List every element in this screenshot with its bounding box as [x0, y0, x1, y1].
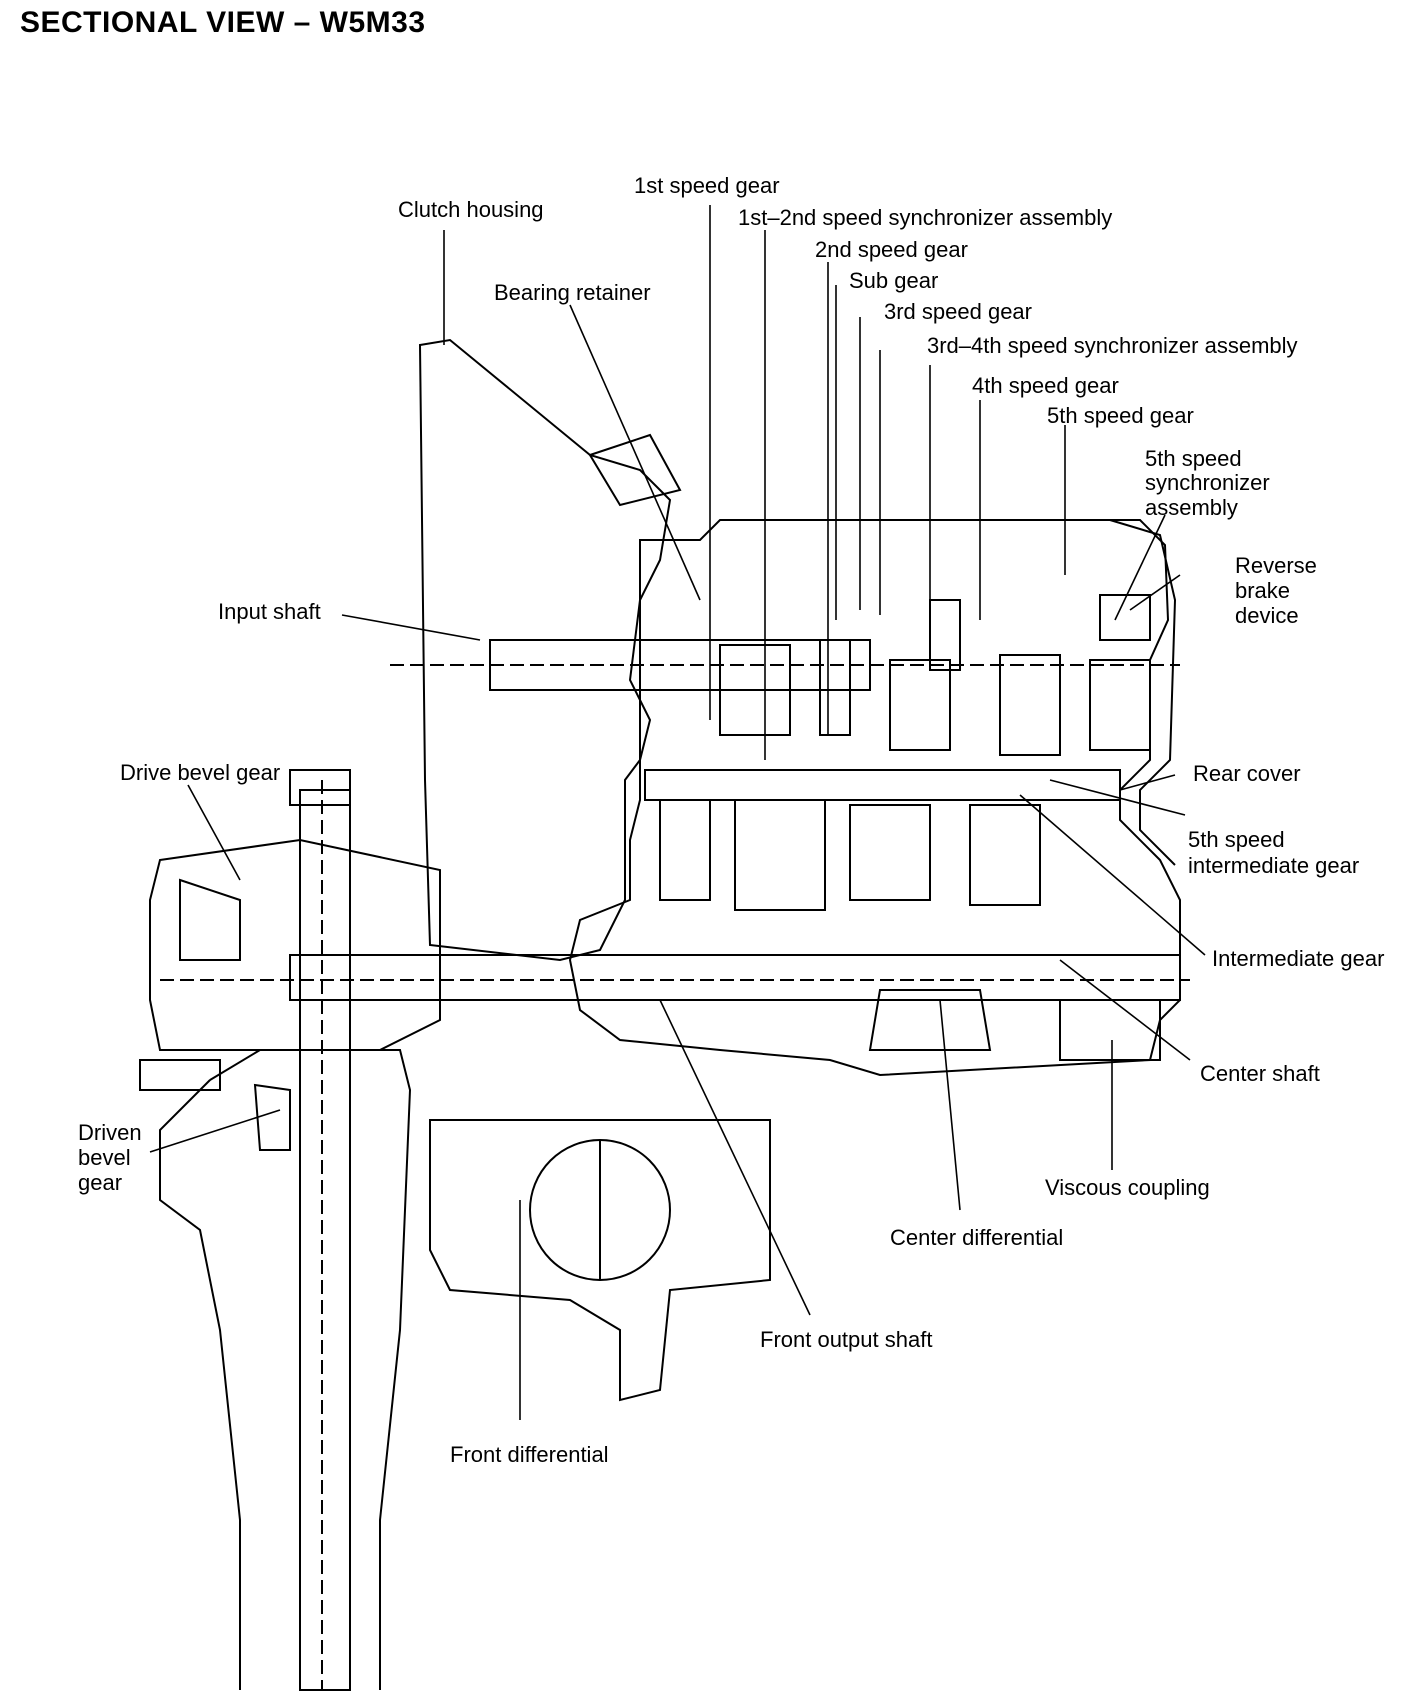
- transmission-drawing: [139, 338, 1190, 1691]
- gear-2nd: [819, 639, 851, 736]
- label-clutch-housing: Clutch housing: [398, 197, 544, 222]
- countershaft: [644, 769, 1121, 801]
- label-intermediate-gear: Intermediate gear: [1212, 946, 1384, 971]
- label-synchro-5-line3: assembly: [1145, 495, 1238, 520]
- label-synchro-12: 1st–2nd speed synchronizer assembly: [738, 205, 1112, 230]
- driven-bevel-gear-shape: [253, 1083, 291, 1151]
- center-differential-shape: [868, 989, 992, 1051]
- center-shaft-body: [289, 954, 1181, 1001]
- lower-gear-3: [849, 804, 931, 901]
- front-bevel-housing: [149, 838, 441, 1051]
- label-driven-bevel-line2: bevel: [78, 1145, 131, 1170]
- label-drive-bevel-gear: Drive bevel gear: [120, 760, 280, 785]
- label-bearing-retainer: Bearing retainer: [494, 280, 651, 305]
- label-driven-bevel-line3: gear: [78, 1170, 122, 1195]
- transmission-case-outline: [568, 519, 1181, 1077]
- label-3rd-speed-gear: 3rd speed gear: [884, 299, 1032, 324]
- rear-cover-outline: [1109, 519, 1177, 866]
- bearing-retainer-shape: [588, 433, 682, 507]
- gear-3rd: [889, 659, 951, 751]
- front-differential-housing: [429, 1119, 771, 1402]
- driven-shaft-body: [299, 789, 351, 1691]
- viscous-coupling-shape: [1059, 999, 1161, 1061]
- label-2nd-speed-gear: 2nd speed gear: [815, 237, 968, 262]
- label-rear-cover: Rear cover: [1193, 761, 1301, 786]
- label-front-differential: Front differential: [450, 1442, 609, 1467]
- synchro-34-block: [929, 599, 961, 671]
- clutch-housing-outline: [418, 338, 672, 962]
- driven-bevel-housing: [159, 1049, 412, 1690]
- lower-gear-1: [659, 799, 711, 901]
- drive-bevel-gear-shape: [179, 878, 241, 961]
- gear-5th: [1089, 659, 1151, 751]
- label-5th-speed-gear: 5th speed gear: [1047, 403, 1194, 428]
- label-synchro-34: 3rd–4th speed synchronizer assembly: [927, 333, 1298, 358]
- label-reverse-brake-line3: device: [1235, 603, 1299, 628]
- gear-4th: [999, 654, 1061, 756]
- label-reverse-brake-line2: brake: [1235, 578, 1290, 603]
- label-reverse-brake-line1: Reverse: [1235, 553, 1317, 578]
- input-shaft-body: [489, 639, 871, 691]
- synchro-5-block: [1099, 594, 1151, 641]
- labels: Clutch housing 1st speed gear 1st–2nd sp…: [78, 173, 1384, 1467]
- label-center-shaft: Center shaft: [1200, 1061, 1320, 1086]
- label-5th-intermediate-line1: 5th speed: [1188, 827, 1285, 852]
- label-input-shaft: Input shaft: [218, 599, 321, 624]
- lower-gear-4: [969, 804, 1041, 906]
- label-1st-speed-gear: 1st speed gear: [634, 173, 780, 198]
- label-sub-gear: Sub gear: [849, 268, 938, 293]
- leader-lines: [149, 205, 1206, 1420]
- label-synchro-5-line2: synchronizer: [1145, 470, 1270, 495]
- page-title: SECTIONAL VIEW – W5M33: [20, 6, 426, 39]
- lower-gear-2: [734, 799, 826, 911]
- label-front-output-shaft: Front output shaft: [760, 1327, 932, 1352]
- label-center-differential: Center differential: [890, 1225, 1063, 1250]
- label-driven-bevel-line1: Driven: [78, 1120, 142, 1145]
- label-viscous-coupling: Viscous coupling: [1045, 1175, 1210, 1200]
- label-synchro-5-line1: 5th speed: [1145, 446, 1242, 471]
- label-5th-intermediate-line2: intermediate gear: [1188, 853, 1359, 878]
- label-4th-speed-gear: 4th speed gear: [972, 373, 1119, 398]
- gear-1st: [719, 644, 791, 736]
